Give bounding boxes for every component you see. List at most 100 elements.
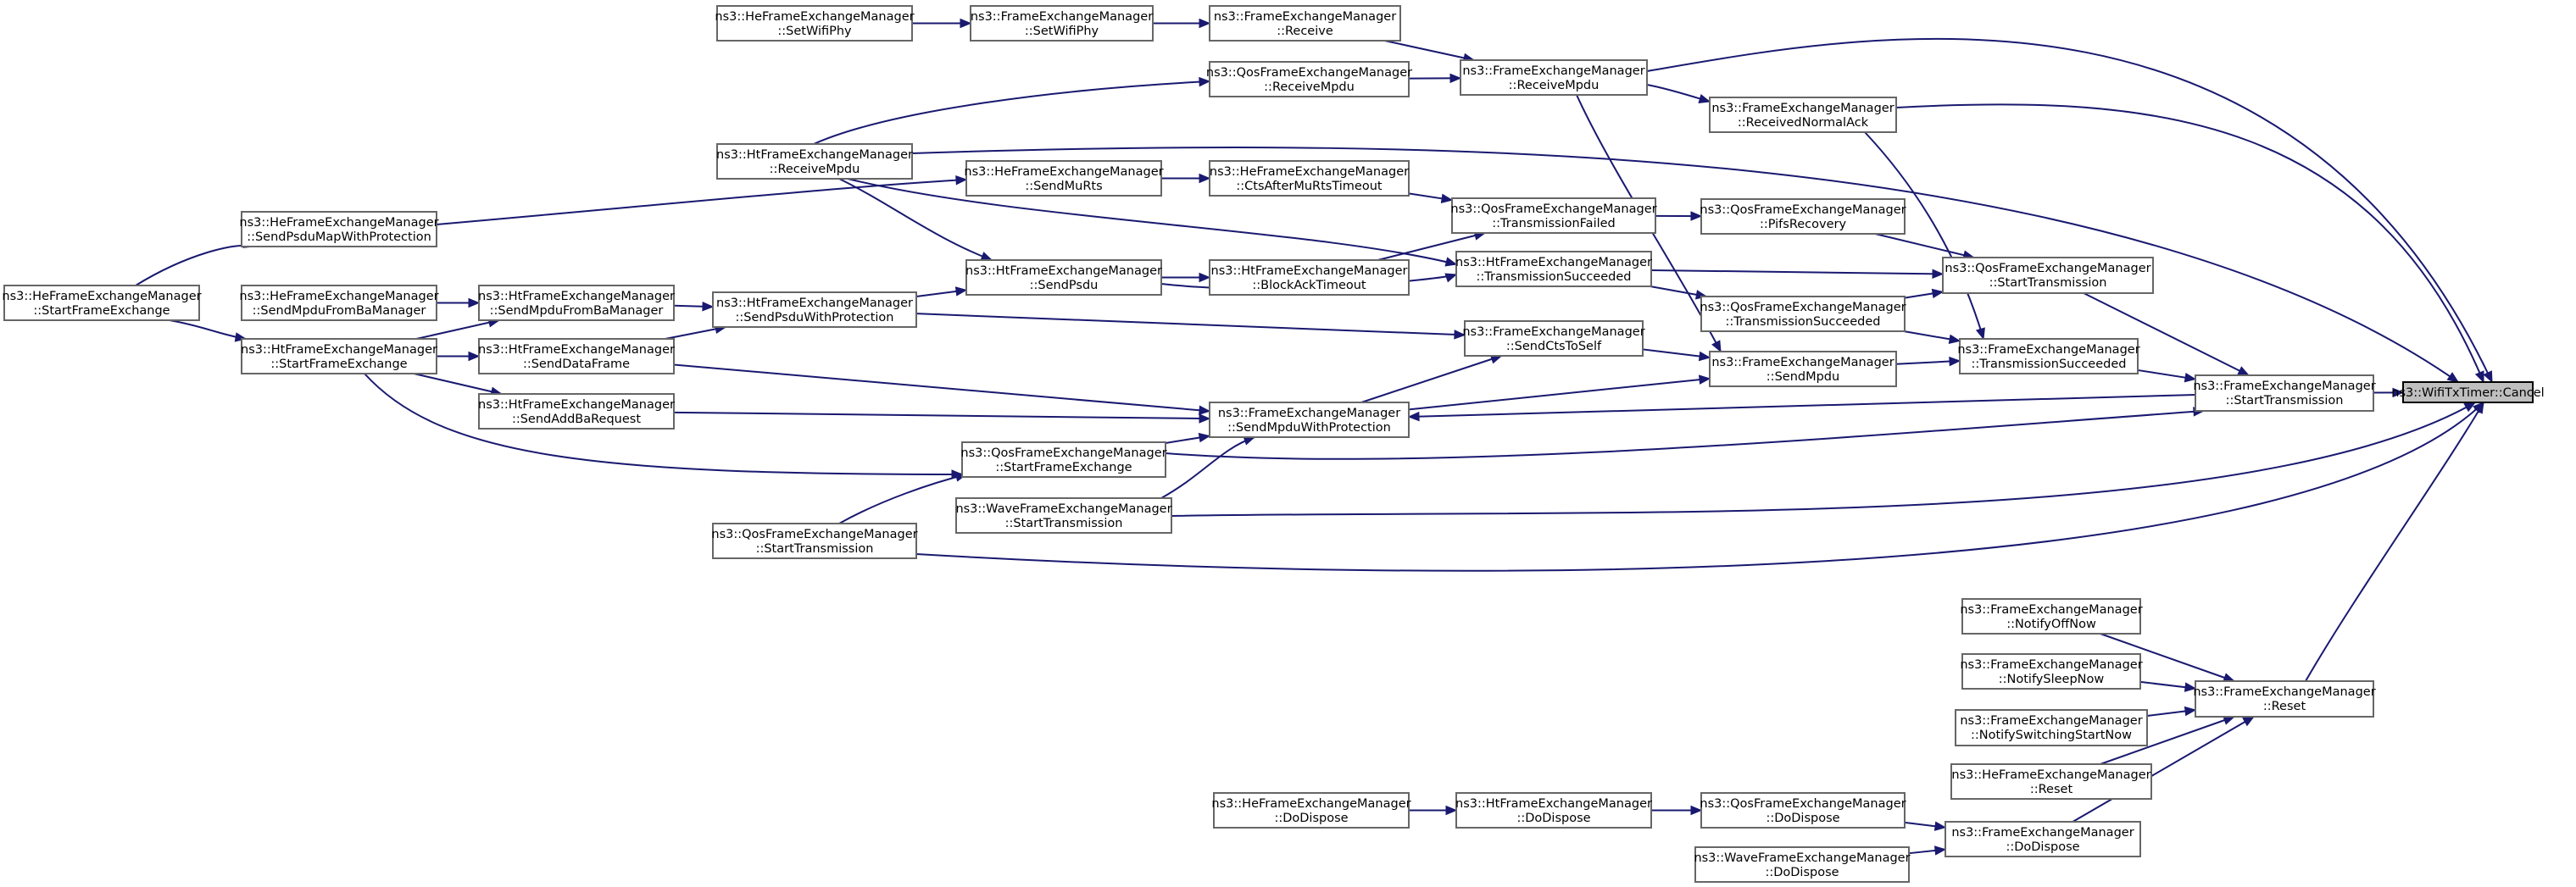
- node-box: [2195, 680, 2374, 718]
- node-he-setwifiphy[interactable]: ns3::HeFrameExchangeManager::SetWifiPhy: [715, 5, 915, 42]
- call-edge-qos_dodispose-to-fem_dodispose: [1904, 821, 1947, 831]
- call-edge-wave_starttx-to-fem_smwp: [1160, 435, 1256, 499]
- node-box: [1209, 5, 1401, 42]
- node-box: [716, 143, 913, 180]
- edge-line: [1384, 40, 1475, 61]
- node-fem-reset[interactable]: ns3::FrameExchangeManager::Reset: [2193, 680, 2376, 718]
- node-box: [3, 285, 200, 321]
- node-fem-txsucc[interactable]: ns3::FrameExchangeManager::TransmissionS…: [1957, 338, 2140, 374]
- node-fem-recvmpdu[interactable]: ns3::FrameExchangeManager::ReceiveMpdu: [1460, 59, 1648, 96]
- node-he-sendmurts[interactable]: ns3::HeFrameExchangeManager::SendMuRts: [964, 160, 1164, 197]
- node-fem-smwp[interactable]: ns3::FrameExchangeManager::SendMpduWithP…: [1209, 402, 1410, 438]
- node-fem-receive[interactable]: ns3::FrameExchangeManager::Receive: [1209, 5, 1401, 42]
- node-he-sfe[interactable]: ns3::HeFrameExchangeManager::StartFrameE…: [2, 285, 202, 321]
- node-label-line2: ::ReceivedNormalAck: [1738, 116, 1869, 130]
- node-label-line2: ::SendMpduWithProtection: [1227, 421, 1391, 435]
- node-box: [961, 441, 1166, 478]
- node-qos-txsucc[interactable]: ns3::QosFrameExchangeManager::Transmissi…: [1700, 296, 1906, 332]
- node-box: [1700, 198, 1906, 235]
- node-ht-smfbam[interactable]: ns3::HtFrameExchangeManager::SendMpduFro…: [478, 285, 675, 321]
- arrowhead: [1199, 76, 1211, 87]
- arrowhead: [2237, 366, 2251, 376]
- node-ht-recvmpdu[interactable]: ns3::HtFrameExchangeManager::ReceiveMpdu: [716, 143, 913, 180]
- node-he-smfbam[interactable]: ns3::HeFrameExchangeManager::SendMpduFro…: [239, 285, 439, 321]
- call-edge-he_sfe-to-ht_sfe: [169, 319, 248, 342]
- arrowhead: [1948, 334, 1961, 344]
- arrowhead: [2446, 372, 2460, 383]
- node-fem-notifyoff[interactable]: ns3::FrameExchangeManager::NotifyOffNow: [1960, 598, 2143, 635]
- edge-line: [1650, 269, 1944, 275]
- node-fem-notifysleep[interactable]: ns3::FrameExchangeManager::NotifySleepNo…: [1960, 653, 2143, 690]
- node-label-line1: ns3::FrameExchangeManager: [2193, 685, 2375, 699]
- node-ht-sfe[interactable]: ns3::HtFrameExchangeManager::StartFrameE…: [241, 338, 437, 374]
- call-edge-ht_recvmpdu-to-ht_txsucc: [847, 178, 1458, 267]
- node-root[interactable]: ns3::WifiTxTimer::Cancel: [2391, 381, 2545, 403]
- node-ht-dodispose[interactable]: ns3::HtFrameExchangeManager::DoDispose: [1455, 792, 1652, 829]
- node-box: [1955, 709, 2148, 746]
- node-wave-dodispose[interactable]: ns3::WaveFrameExchangeManager::DoDispose: [1694, 846, 1911, 883]
- node-ht-spwp[interactable]: ns3::HtFrameExchangeManager::SendPsduWit…: [712, 291, 917, 328]
- call-edge-ht_spwp-to-ht_sendpsdu: [915, 286, 968, 297]
- node-ht-sendpsdu[interactable]: ns3::HtFrameExchangeManager::SendPsdu: [965, 259, 1162, 296]
- node-qos-pifs[interactable]: ns3::QosFrameExchangeManager::PifsRecove…: [1700, 198, 1906, 235]
- node-box: [1209, 259, 1410, 296]
- node-box: [1961, 653, 2141, 690]
- edge-line: [2083, 292, 2250, 376]
- arrowhead: [2483, 370, 2493, 384]
- edge-line: [2100, 633, 2235, 682]
- node-fem-notifyswitch[interactable]: ns3::FrameExchangeManager::NotifySwitchi…: [1955, 709, 2148, 746]
- node-ht-blockack[interactable]: ns3::HtFrameExchangeManager::BlockAckTim…: [1209, 259, 1410, 296]
- node-qos-starttx2[interactable]: ns3::QosFrameExchangeManager::StartTrans…: [711, 523, 918, 559]
- node-label-line2: ::StartFrameExchange: [270, 358, 407, 371]
- call-edge-fem_recvmpdu-to-root: [1646, 37, 2493, 384]
- node-fem-setwifiphy[interactable]: ns3::FrameExchangeManager::SetWifiPhy: [970, 5, 1154, 42]
- node-he-ctsafter[interactable]: ns3::HeFrameExchangeManager::CtsAfterMuR…: [1209, 160, 1410, 197]
- node-qos-starttx[interactable]: ns3::QosFrameExchangeManager::StartTrans…: [1942, 257, 2154, 294]
- node-he-spmwp[interactable]: ns3::HeFrameExchangeManager::SendPsduMap…: [239, 211, 439, 247]
- node-label-line2: ::SendAddBaRequest: [512, 413, 641, 426]
- call-edge-ht_sendpsdu-to-ht_blockack: [1161, 272, 1211, 283]
- node-qos-sfe[interactable]: ns3::QosFrameExchangeManager::StartFrame…: [960, 441, 1167, 478]
- node-label-line2: ::DoDispose: [1766, 812, 1839, 825]
- node-fem-sendmpdu[interactable]: ns3::FrameExchangeManager::SendMpdu: [1709, 351, 1897, 387]
- arrowhead: [1932, 269, 1945, 279]
- node-fem-sendcts[interactable]: ns3::FrameExchangeManager::SendCtsToSelf: [1462, 320, 1645, 357]
- arrowhead: [1199, 18, 1211, 29]
- node-fem-rna[interactable]: ns3::FrameExchangeManager::ReceivedNorma…: [1709, 97, 1897, 133]
- arrowhead: [1199, 272, 1211, 283]
- node-label-line1: ns3::FrameExchangeManager: [1711, 356, 1894, 369]
- call-edge-fem_txsucc-to-fem_starttx: [2137, 369, 2197, 383]
- node-fem-dodispose[interactable]: ns3::FrameExchangeManager::DoDispose: [1945, 821, 2141, 857]
- node-label-line2: ::TransmissionSucceeded: [1477, 270, 1632, 284]
- node-qos-txfail[interactable]: ns3::QosFrameExchangeManager::Transmissi…: [1450, 197, 1657, 234]
- node-label-line1: ns3::HeFrameExchangeManager: [239, 216, 438, 230]
- node-qos-recvmpdu[interactable]: ns3::QosFrameExchangeManager::ReceiveMpd…: [1206, 61, 1412, 97]
- call-edge-fem_starttx-to-fem_smwp: [1407, 394, 2196, 422]
- node-hefem-reset[interactable]: ns3::HeFrameExchangeManager::Reset: [1950, 763, 2152, 800]
- node-ht-sabr[interactable]: ns3::HtFrameExchangeManager::SendAddBaRe…: [478, 393, 675, 430]
- node-label-line1: ns3::HeFrameExchangeManager: [1210, 165, 1409, 179]
- node-label-line1: ns3::QosFrameExchangeManager: [1700, 797, 1906, 811]
- node-ht-sdf[interactable]: ns3::HtFrameExchangeManager::SendDataFra…: [478, 338, 675, 374]
- node-label-line2: ::SendDataFrame: [523, 358, 630, 371]
- node-label-line2: ::CtsAfterMuRtsTimeout: [1236, 180, 1383, 193]
- arrowhead: [1444, 273, 1458, 283]
- node-label-line2: ::ReceiveMpdu: [770, 163, 860, 176]
- node-qos-dodispose[interactable]: ns3::QosFrameExchangeManager::DoDispose: [1700, 792, 1906, 829]
- call-edge-qos_txsucc-to-fem_txsucc: [1903, 330, 1961, 344]
- node-label-line2: ::StartFrameExchange: [995, 461, 1132, 474]
- node-fem-starttx[interactable]: ns3::FrameExchangeManager::StartTransmis…: [2193, 374, 2376, 412]
- edge-line: [1642, 348, 1711, 359]
- node-ht-txsucc[interactable]: ns3::HtFrameExchangeManager::Transmissio…: [1455, 251, 1652, 287]
- call-edge-qos_starttx2-to-root: [915, 402, 2484, 572]
- node-label-line2: ::BlockAckTimeout: [1252, 279, 1366, 292]
- node-he-dodispose[interactable]: ns3::HeFrameExchangeManager::DoDispose: [1211, 792, 1411, 829]
- node-box: [1700, 296, 1906, 332]
- call-edge-fem_recvmpdu-to-fem_rna: [1646, 84, 1711, 103]
- node-box: [241, 211, 437, 247]
- call-edge-he_sfe-to-he_spmwp: [135, 238, 256, 286]
- edge-line: [838, 474, 967, 524]
- node-label-line2: ::SendMpdu: [1766, 370, 1839, 384]
- edge-line: [2100, 716, 2235, 765]
- node-wave-starttx[interactable]: ns3::WaveFrameExchangeManager::StartTran…: [955, 497, 1172, 534]
